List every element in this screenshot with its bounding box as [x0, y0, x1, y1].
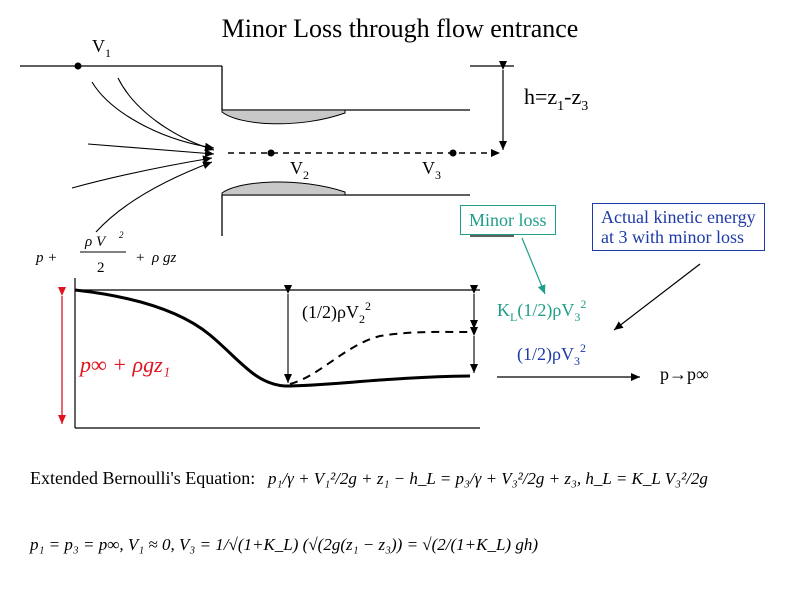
height-eq-mid: -z [564, 84, 581, 109]
actual-ke-line2: at 3 with minor loss [601, 227, 744, 247]
label-v3-sub: 3 [435, 168, 441, 182]
separation-zone-bottom [221, 181, 346, 196]
ke-pointer [613, 263, 701, 331]
point-2 [267, 149, 275, 157]
svg-text:+: + [136, 250, 144, 266]
page-title: Minor Loss through flow entrance [221, 14, 579, 43]
point-1 [74, 62, 82, 70]
energy-plot-axes [74, 278, 480, 429]
svg-text:2: 2 [119, 230, 124, 240]
label-v2-sub: 2 [303, 168, 309, 182]
kl-label-a: K [497, 300, 510, 320]
label-v2: V [290, 158, 303, 178]
separation-zone-top [221, 109, 346, 125]
height-eq-a: h=z [524, 84, 557, 109]
svg-text:V1: V1 [92, 36, 111, 60]
left-level-label: p∞ + ρgz₁ [78, 352, 170, 377]
exit-label: (1/2)ρV [517, 344, 574, 365]
minor-loss-box: Minor loss [460, 205, 556, 235]
extended-bernoulli: Extended Bernoulli's Equation: p₁/γ + V₁… [30, 468, 708, 488]
pipe-geometry [20, 65, 514, 237]
point-3 [449, 149, 457, 157]
drop-label: (1/2)ρV [302, 302, 359, 323]
kl-label-b: (1/2)ρV [517, 300, 574, 321]
svg-text:2: 2 [97, 260, 105, 276]
height-eq-sub1: 1 [557, 99, 564, 114]
pressure-curve [74, 288, 471, 388]
kl-sub3: 3 [574, 310, 580, 324]
p-to-pinf-label: p→p∞ [660, 364, 709, 384]
height-eq-sub3: 3 [581, 99, 588, 114]
svg-text:KL(1/2)ρV32: KL(1/2)ρV32 [497, 297, 586, 324]
actual-ke-line1: Actual kinetic energy [601, 207, 756, 227]
svg-text:V2: V2 [290, 158, 309, 182]
svg-text:V3: V3 [422, 158, 441, 182]
svg-text:(1/2)ρV22: (1/2)ρV22 [302, 299, 371, 326]
extended-equation: p₁/γ + V₁²/2g + z₁ − h_L = p₃/γ + V₃²/2g… [267, 469, 708, 488]
svg-text:ρ gz: ρ gz [151, 250, 176, 266]
pressure-curve-ideal [289, 330, 471, 385]
bernoulli-sum-label: p + ρ V 2 2 + ρ gz [35, 230, 176, 276]
result-equation: p₁ = p₃ = p∞, V₁ ≈ 0, V₃ = 1/√(1+K_L) (√… [29, 535, 538, 554]
svg-text:p +: p + [35, 250, 57, 266]
exit-sup: 2 [580, 341, 586, 355]
streamlines [71, 77, 215, 233]
label-v1: V [92, 36, 105, 56]
kl-sup: 2 [580, 297, 586, 311]
svg-text:(1/2)ρV32: (1/2)ρV32 [517, 341, 586, 368]
actual-ke-box: Actual kinetic energy at 3 with minor lo… [592, 203, 765, 251]
label-v3: V [422, 158, 435, 178]
exit-sub: 3 [574, 354, 580, 368]
minor-loss-pointer [521, 237, 546, 295]
svg-text:h=z1-z3: h=z1-z3 [524, 84, 588, 114]
svg-text:ρ V: ρ V [84, 234, 107, 250]
drop-sub: 2 [359, 312, 365, 326]
kl-label-sub: L [510, 310, 517, 324]
drop-sup: 2 [365, 299, 371, 313]
extended-label: Extended Bernoulli's Equation: [30, 468, 255, 488]
label-v1-sub: 1 [105, 46, 111, 60]
